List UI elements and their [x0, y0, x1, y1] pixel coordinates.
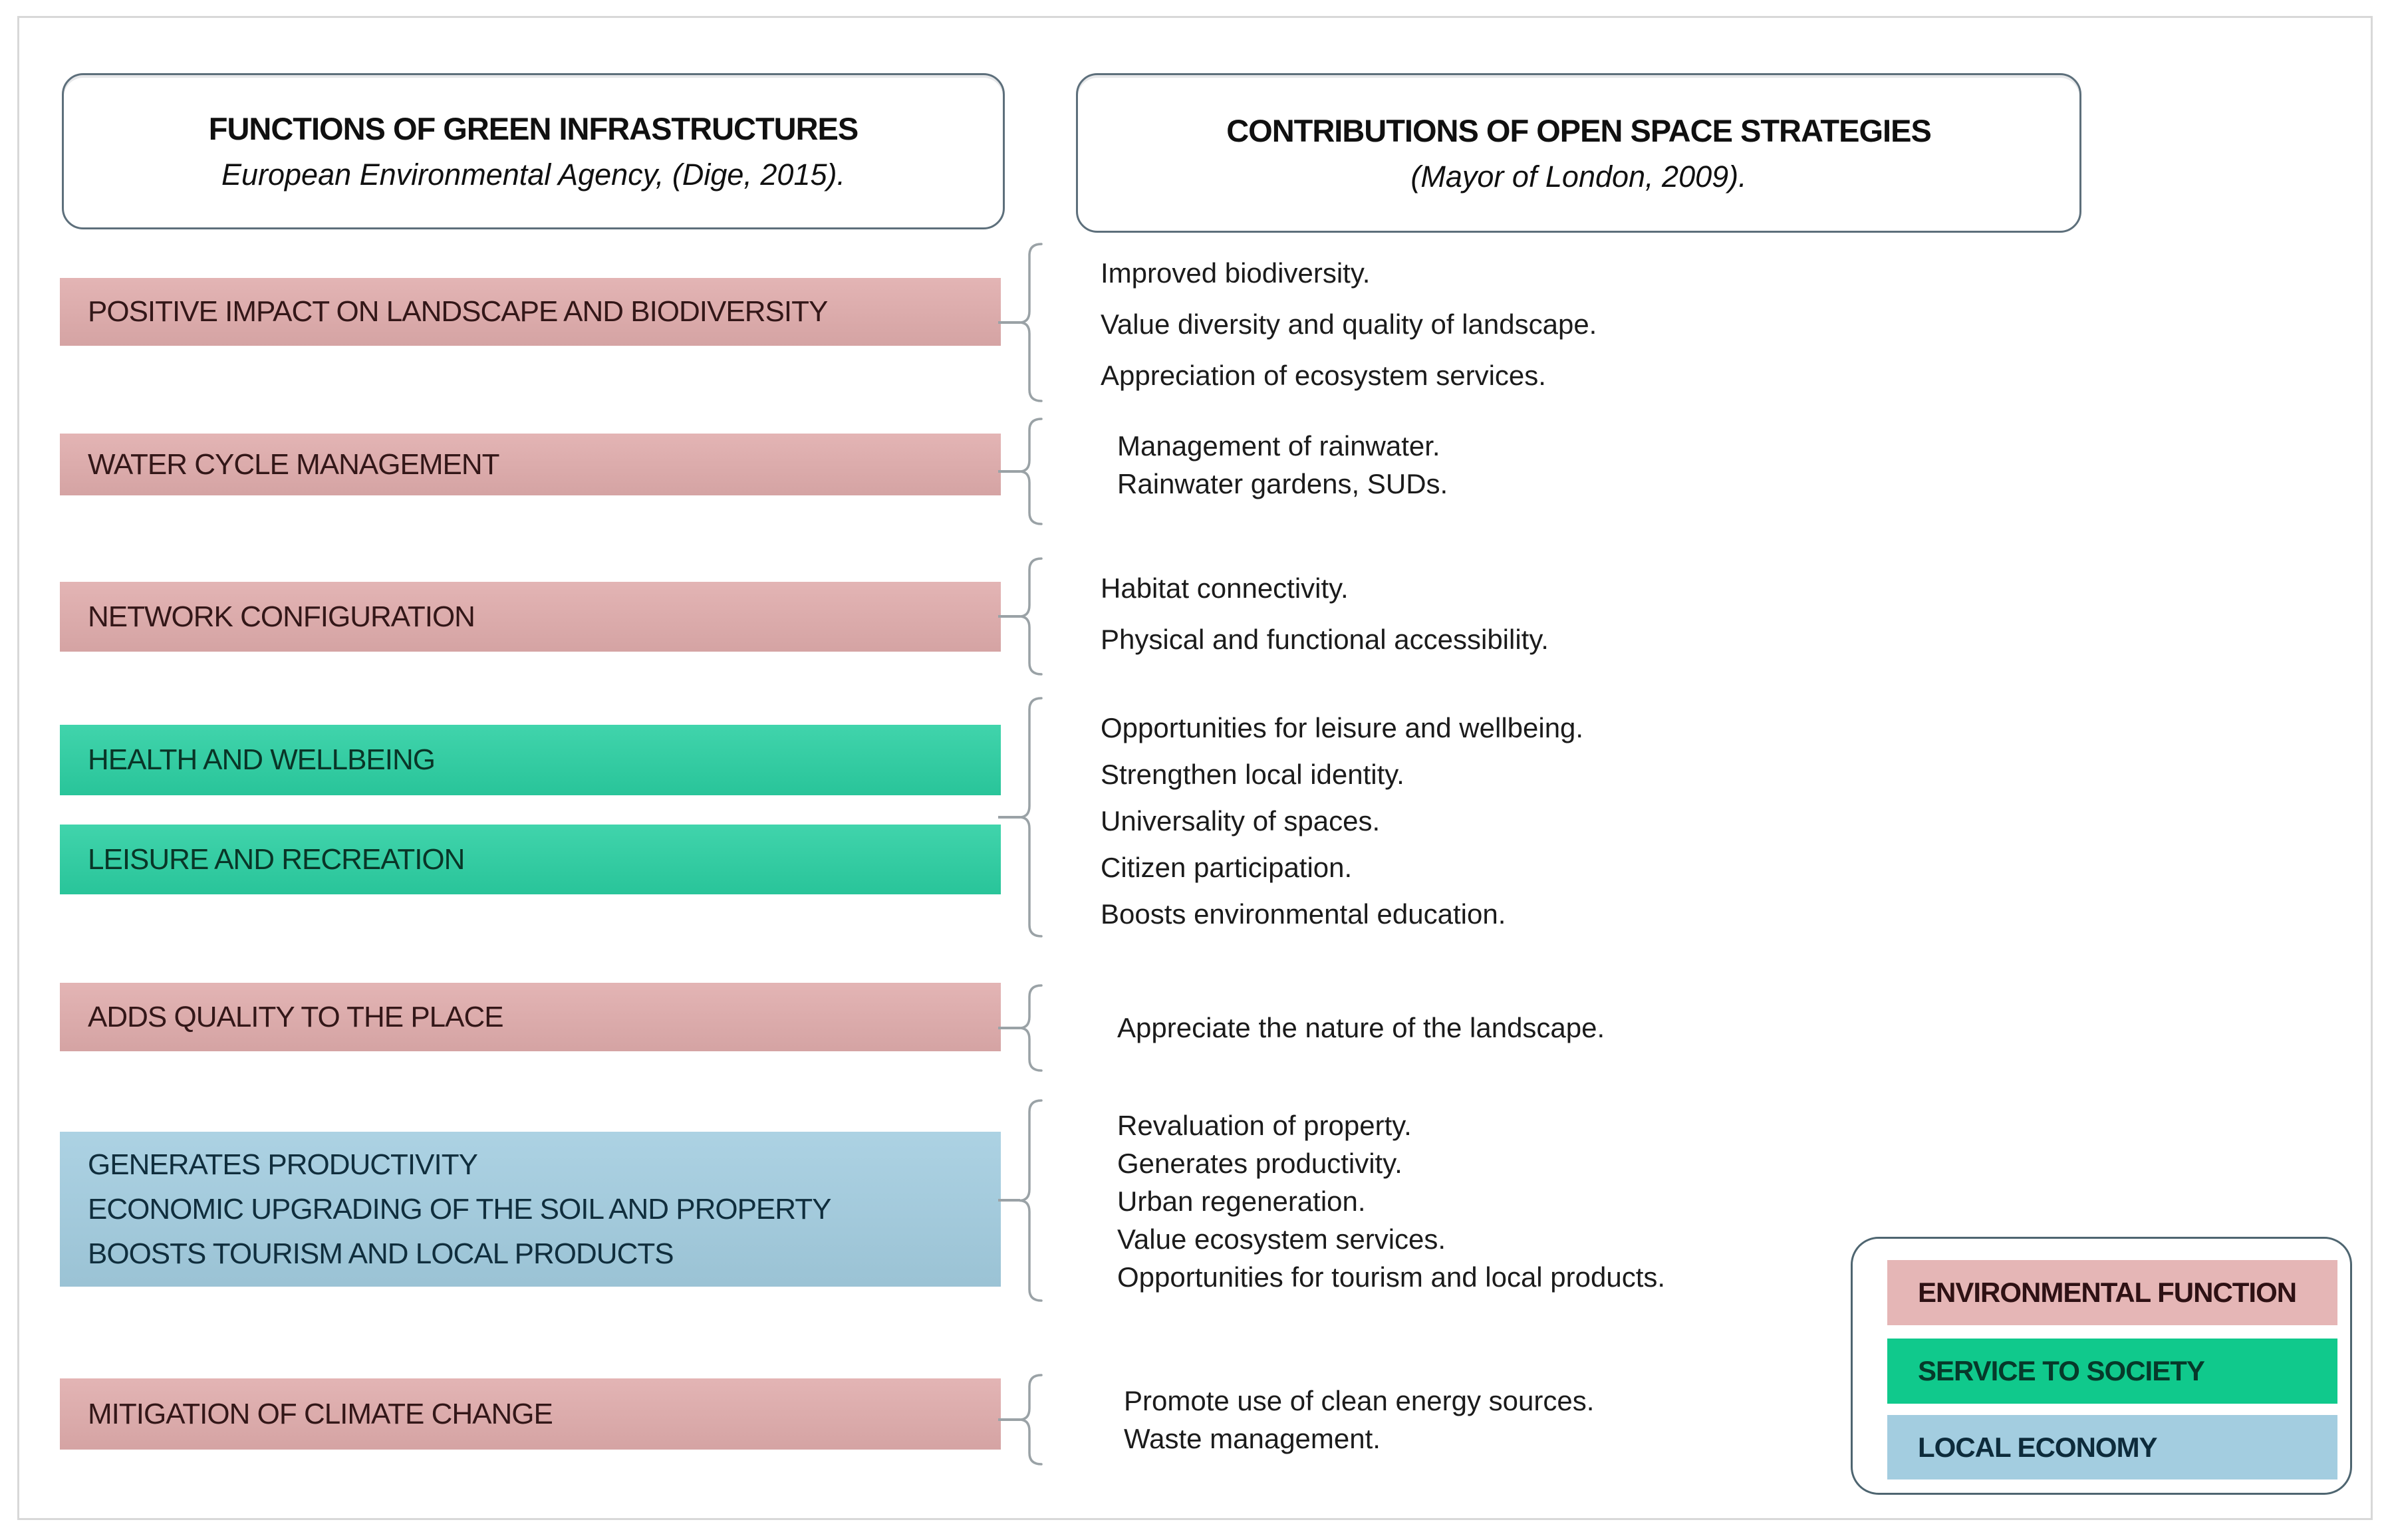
contribution-list: Habitat connectivity. Physical and funct…: [1101, 563, 1549, 665]
contribution-item: Value ecosystem services.: [1117, 1223, 1446, 1255]
function-box-label: GENERATES PRODUCTIVITY: [88, 1148, 478, 1181]
function-box-positive-impact: POSITIVE IMPACT ON LANDSCAPE AND BIODIVE…: [60, 278, 1001, 346]
contribution-item: Appreciate the nature of the landscape.: [1117, 1012, 1605, 1043]
contribution-item: Generates productivity.: [1117, 1148, 1402, 1179]
legend-label: ENVIRONMENTAL FUNCTION: [1918, 1277, 2297, 1308]
contribution-list: Revaluation of property. Generates produ…: [1117, 1106, 1665, 1296]
function-box-local-economy: GENERATES PRODUCTIVITY ECONOMIC UPGRADIN…: [60, 1132, 1001, 1287]
legend-label: LOCAL ECONOMY: [1918, 1431, 2158, 1463]
contribution-item: Management of rainwater.: [1117, 430, 1440, 461]
contribution-item: Universality of spaces.: [1101, 805, 1381, 836]
contribution-list: Improved biodiversity. Value diversity a…: [1101, 247, 1597, 401]
function-box-water-cycle: WATER CYCLE MANAGEMENT: [60, 434, 1001, 495]
connector-line: [998, 615, 1020, 618]
contribution-item: Strengthen local identity.: [1101, 759, 1404, 790]
function-box-label: LEISURE AND RECREATION: [88, 842, 465, 876]
contribution-item: Revaluation of property.: [1117, 1110, 1412, 1141]
contribution-list: Opportunities for leisure and wellbeing.…: [1101, 705, 1583, 938]
figure-border: [17, 16, 2373, 1520]
contribution-item: Improved biodiversity.: [1101, 257, 1371, 289]
function-box-label: WATER CYCLE MANAGEMENT: [88, 448, 500, 481]
function-box-leisure-recreation: LEISURE AND RECREATION: [60, 825, 1001, 894]
function-box-label: MITIGATION OF CLIMATE CHANGE: [88, 1397, 553, 1430]
header-contributions-title: CONTRIBUTIONS OF OPEN SPACE STRATEGIES: [1226, 112, 1932, 148]
function-box-label: ECONOMIC UPGRADING OF THE SOIL AND PROPE…: [88, 1193, 831, 1225]
contribution-item: Waste management.: [1124, 1423, 1381, 1454]
contribution-item: Appreciation of ecosystem services.: [1101, 360, 1546, 391]
connector-line: [998, 470, 1020, 473]
contribution-item: Opportunities for tourism and local prod…: [1117, 1261, 1666, 1293]
function-box-label: ADDS QUALITY TO THE PLACE: [88, 1000, 504, 1033]
contribution-list: Appreciate the nature of the landscape.: [1117, 1009, 1605, 1046]
contribution-list: Promote use of clean energy sources. Was…: [1124, 1382, 1594, 1458]
function-box-climate-mitigation: MITIGATION OF CLIMATE CHANGE: [60, 1378, 1001, 1450]
legend-label: SERVICE TO SOCIETY: [1918, 1355, 2205, 1386]
connector-line: [998, 321, 1020, 324]
function-box-label: HEALTH AND WELLBEING: [88, 743, 436, 776]
contribution-item: Urban regeneration.: [1117, 1186, 1366, 1217]
legend-item-service-to-society: SERVICE TO SOCIETY: [1887, 1339, 2337, 1404]
function-box-health-wellbeing: HEALTH AND WELLBEING: [60, 725, 1001, 795]
connector-line: [998, 1199, 1020, 1202]
legend-item-local-economy: LOCAL ECONOMY: [1887, 1415, 2337, 1479]
contribution-item: Citizen participation.: [1101, 852, 1353, 883]
contribution-item: Rainwater gardens, SUDs.: [1117, 468, 1448, 499]
connector-line: [998, 816, 1020, 819]
header-functions-box: FUNCTIONS OF GREEN INFRASTRUCTURES Europ…: [62, 73, 1005, 229]
contribution-item: Opportunities for leisure and wellbeing.: [1101, 712, 1584, 743]
contribution-list: Management of rainwater. Rainwater garde…: [1117, 427, 1448, 503]
contribution-item: Habitat connectivity.: [1101, 573, 1349, 604]
header-functions-subtitle: European Environmental Agency, (Dige, 20…: [221, 158, 846, 192]
header-functions-title: FUNCTIONS OF GREEN INFRASTRUCTURES: [208, 111, 859, 146]
contribution-item: Value diversity and quality of landscape…: [1101, 309, 1597, 340]
function-box-label: NETWORK CONFIGURATION: [88, 600, 475, 633]
header-contributions-subtitle: (Mayor of London, 2009).: [1410, 159, 1747, 193]
legend-box: ENVIRONMENTAL FUNCTION SERVICE TO SOCIET…: [1851, 1237, 2352, 1495]
connector-line: [998, 1027, 1020, 1029]
function-box-network-configuration: NETWORK CONFIGURATION: [60, 582, 1001, 652]
contribution-item: Boosts environmental education.: [1101, 898, 1506, 930]
header-contributions-box: CONTRIBUTIONS OF OPEN SPACE STRATEGIES (…: [1076, 73, 2081, 233]
legend-item-environmental-function: ENVIRONMENTAL FUNCTION: [1887, 1260, 2337, 1325]
contribution-item: Physical and functional accessibility.: [1101, 624, 1549, 655]
function-box-label: POSITIVE IMPACT ON LANDSCAPE AND BIODIVE…: [88, 295, 828, 328]
contribution-item: Promote use of clean energy sources.: [1124, 1385, 1595, 1416]
function-box-label: BOOSTS TOURISM AND LOCAL PRODUCTS: [88, 1237, 674, 1270]
connector-line: [998, 1418, 1020, 1421]
function-box-adds-quality: ADDS QUALITY TO THE PLACE: [60, 983, 1001, 1051]
